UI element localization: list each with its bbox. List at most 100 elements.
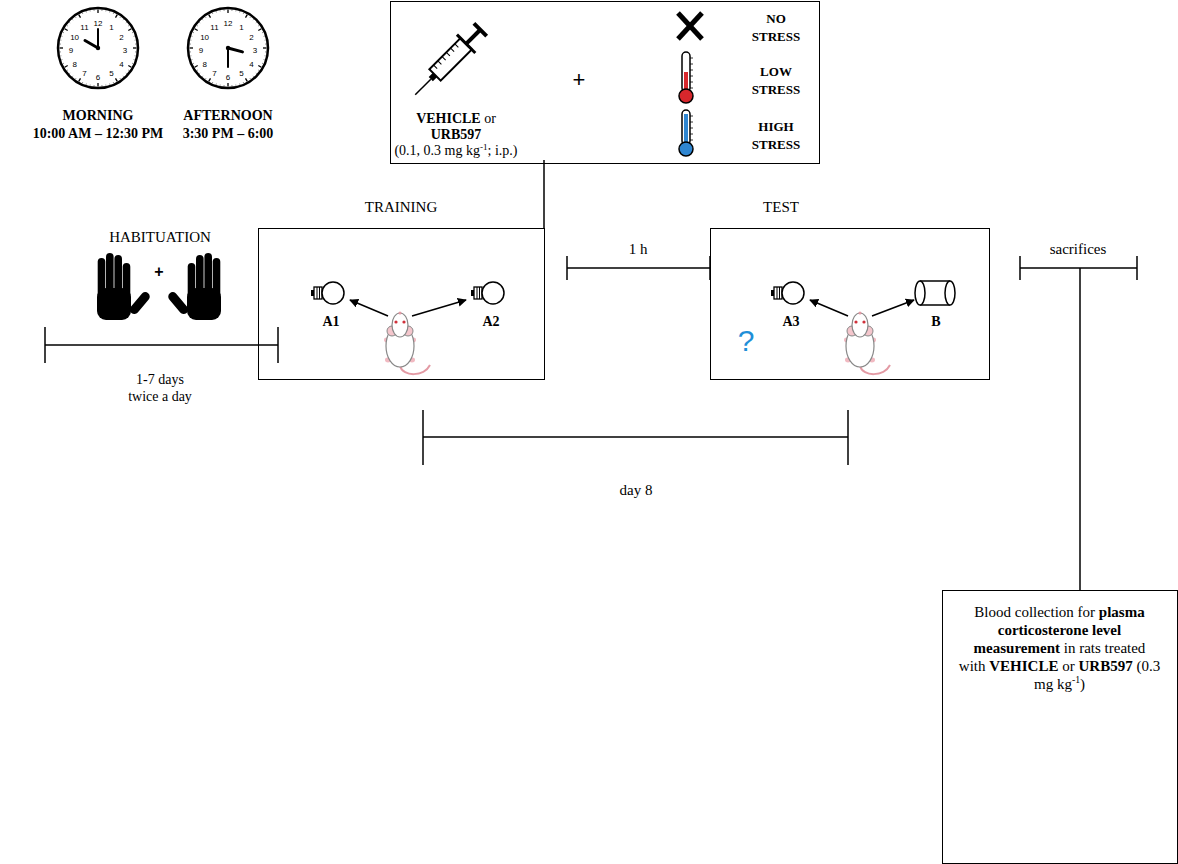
- clock-tick: [128, 25, 130, 27]
- hand-thumb: [166, 290, 190, 316]
- clock-number-holder: 4: [119, 53, 123, 71]
- rat-head: [852, 313, 868, 337]
- clock-hand: [85, 41, 98, 49]
- object-label-holder: A1: [322, 312, 339, 330]
- clock-tick: [128, 29, 131, 31]
- clock-tick: [86, 11, 87, 13]
- lamp-bulb: [482, 282, 504, 304]
- clock-number: 3: [253, 46, 257, 55]
- hand-icon: [166, 253, 221, 320]
- clock-number-holder: 6: [96, 66, 100, 84]
- clock-tick: [59, 43, 61, 44]
- thermometer-scale: [690, 70, 693, 71]
- interval-label: 1 h: [629, 241, 648, 257]
- treatment-text: -1: [480, 142, 488, 152]
- clock-pivot: [226, 46, 230, 50]
- thermometer-scale: [690, 88, 693, 89]
- bracket-line: [1020, 267, 1137, 269]
- clock-tick: [93, 85, 94, 87]
- treatment-text: URB597: [431, 127, 482, 142]
- cylinder-edge: [920, 304, 950, 306]
- object-label: A2: [482, 314, 499, 329]
- plus-sign: +: [154, 263, 163, 280]
- bracket-tick: [566, 256, 568, 280]
- clock-tick: [101, 85, 102, 87]
- clock-tick: [61, 59, 63, 60]
- clock-tick: [128, 66, 131, 68]
- thermometer-scale: [690, 134, 693, 135]
- thermometer-red: [679, 52, 693, 103]
- training-box: TRAININGA1A2: [258, 228, 545, 380]
- exploration-arrow: [810, 300, 848, 316]
- clock-tick: [97, 10, 98, 14]
- clock-tick: [89, 10, 90, 12]
- clock-icon: [188, 8, 268, 88]
- duration-label: 1-7 days: [136, 372, 184, 387]
- clock-tick: [212, 82, 213, 84]
- clock-number: 4: [249, 60, 253, 69]
- bracket-tick: [44, 327, 46, 363]
- clock-tick: [262, 63, 264, 64]
- clock-tick: [255, 73, 257, 75]
- clock-number-holder: 8: [72, 53, 76, 71]
- rat-eye: [402, 320, 405, 323]
- clock-tick: [258, 25, 260, 27]
- plus-sign: +: [573, 67, 586, 92]
- clock-tick: [265, 51, 267, 52]
- clock-tick: [205, 78, 207, 80]
- cross-stroke: [678, 13, 702, 39]
- syringe-mark: [446, 52, 450, 56]
- thermometer-scale: [690, 64, 693, 65]
- rat-nose: [859, 312, 862, 315]
- thermometer-scale: [690, 128, 693, 129]
- clock-tick: [105, 84, 106, 86]
- clock-tick: [72, 19, 74, 21]
- cross-stroke: [678, 13, 702, 39]
- clock-tick: [133, 59, 135, 60]
- clock-tick: [219, 84, 220, 86]
- cylinder-end: [945, 281, 955, 305]
- syringe-mark: [434, 65, 438, 69]
- clock-number-holder: 2: [249, 26, 253, 44]
- sampling-box: Blood collection forplasma corticosteron…: [942, 590, 1178, 864]
- clock-tick: [189, 43, 191, 44]
- bracket-line: [423, 436, 848, 438]
- clock-tick: [235, 84, 236, 86]
- thermometer-scale: [690, 140, 693, 141]
- lamp-thread: [479, 287, 480, 299]
- syringe-icon: [406, 21, 489, 104]
- clock-tick: [61, 36, 63, 37]
- clock-tick: [190, 39, 192, 40]
- bracket-tick: [1136, 256, 1138, 280]
- clock-tick: [191, 36, 193, 37]
- cylinder-edge: [920, 280, 950, 282]
- clock-tick: [66, 70, 68, 72]
- syringe-mark: [451, 48, 455, 52]
- session-time: 3:30 PM – 6:00: [183, 126, 274, 141]
- clock-tick: [62, 63, 64, 64]
- sacrifice-bracket: [1020, 256, 1137, 590]
- rat-eye: [394, 320, 397, 323]
- clock-tick: [223, 9, 224, 11]
- interval-label: day 8: [620, 482, 653, 498]
- day-bracket: [423, 410, 848, 465]
- clock-tick: [113, 12, 114, 14]
- clock-tick: [120, 16, 122, 18]
- sampling-text: or: [1062, 658, 1075, 674]
- lamp-object: [471, 282, 504, 304]
- clock-tick: [243, 12, 244, 14]
- sampling-text: URB597: [1078, 658, 1132, 674]
- bracket-tick: [847, 410, 849, 465]
- exploration-arrow: [350, 300, 388, 316]
- thermometer-blue: [679, 110, 693, 156]
- object-label-holder: A3: [782, 312, 799, 330]
- thermometer-scale: [690, 58, 693, 59]
- clock-tick: [264, 39, 266, 40]
- syringe-cap: [474, 23, 487, 36]
- thermometer-scale: [690, 82, 693, 83]
- lamp-thread: [317, 287, 318, 299]
- clock-tick: [113, 82, 114, 84]
- clock-tick: [133, 36, 135, 37]
- clock-tick: [264, 55, 266, 56]
- bracket-line: [45, 344, 278, 346]
